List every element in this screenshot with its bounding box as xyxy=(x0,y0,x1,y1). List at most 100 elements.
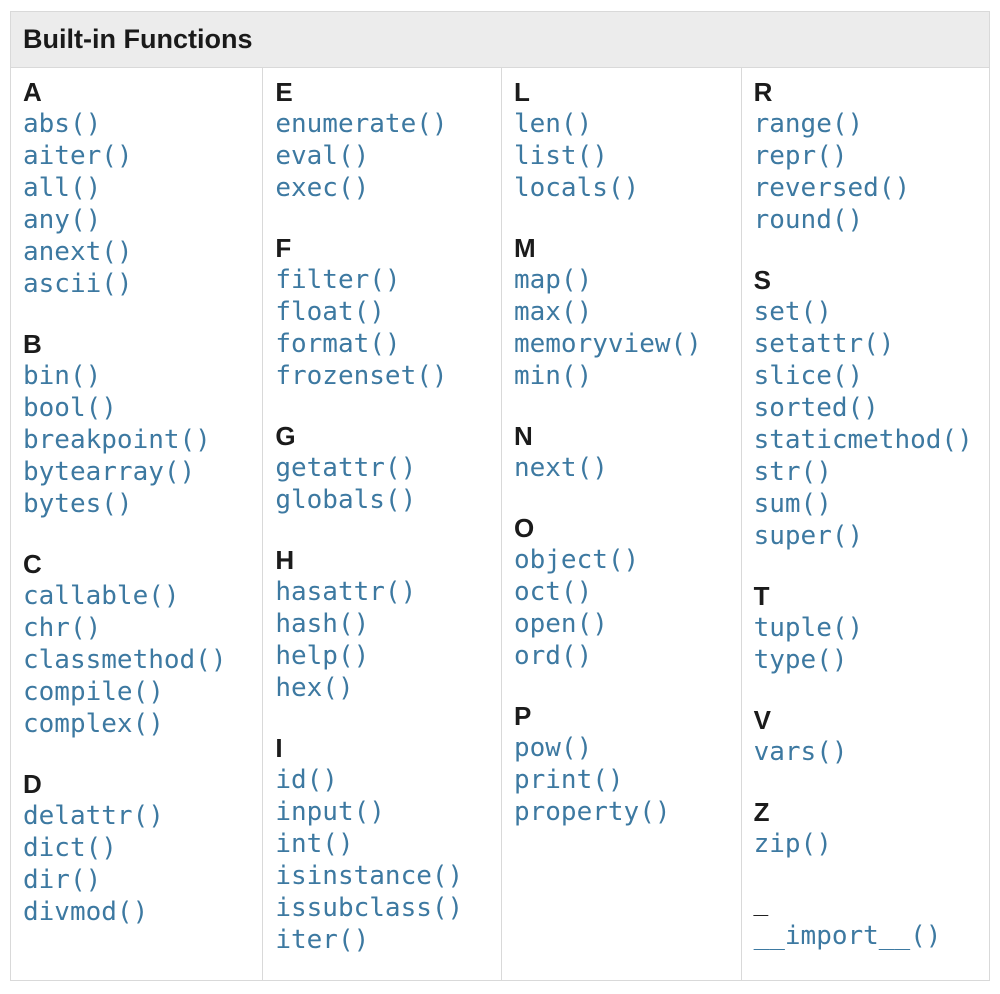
function-link[interactable]: issubclass() xyxy=(275,893,464,923)
function-link[interactable]: aiter() xyxy=(23,141,133,171)
list-item: chr() xyxy=(23,612,250,644)
function-link[interactable]: reversed() xyxy=(753,173,911,203)
function-link[interactable]: locals() xyxy=(513,173,640,203)
function-link[interactable]: classmethod() xyxy=(23,645,227,675)
function-link[interactable]: min() xyxy=(513,361,593,391)
function-link[interactable]: delattr() xyxy=(23,801,164,831)
function-link[interactable]: callable() xyxy=(23,581,180,611)
function-link[interactable]: all() xyxy=(23,173,102,203)
list-item: dir() xyxy=(23,864,250,896)
function-link[interactable]: len() xyxy=(513,109,593,139)
function-link[interactable]: dir() xyxy=(23,865,102,895)
function-link[interactable]: id() xyxy=(275,765,338,795)
list-item: staticmethod() xyxy=(754,424,977,456)
list-item: hasattr() xyxy=(275,576,489,608)
list-item: callable() xyxy=(23,580,250,612)
function-link[interactable]: sorted() xyxy=(753,393,879,423)
list-item: reversed() xyxy=(754,172,977,204)
function-link[interactable]: exec() xyxy=(275,173,370,203)
function-link[interactable]: set() xyxy=(753,297,832,327)
function-link[interactable]: iter() xyxy=(275,925,370,955)
function-link[interactable]: str() xyxy=(753,457,832,487)
function-link[interactable]: globals() xyxy=(275,485,417,515)
list-item: super() xyxy=(754,520,977,552)
function-link[interactable]: ascii() xyxy=(23,269,133,299)
function-link[interactable]: int() xyxy=(275,829,354,859)
function-link[interactable]: hasattr() xyxy=(275,577,417,607)
function-link[interactable]: list() xyxy=(513,141,608,171)
function-link[interactable]: compile() xyxy=(23,677,164,707)
list-item: getattr() xyxy=(275,452,489,484)
function-link[interactable]: bytearray() xyxy=(23,457,196,487)
function-link[interactable]: memoryview() xyxy=(513,329,702,359)
function-link[interactable]: vars() xyxy=(753,737,848,767)
list-item: iter() xyxy=(275,924,489,956)
letter-heading: G xyxy=(275,421,296,451)
function-link[interactable]: input() xyxy=(275,797,385,827)
function-link[interactable]: object() xyxy=(513,545,640,575)
table-title: Built-in Functions xyxy=(11,12,989,68)
function-link[interactable]: getattr() xyxy=(275,453,417,483)
function-link[interactable]: range() xyxy=(753,109,864,139)
function-link[interactable]: chr() xyxy=(23,613,102,643)
function-link[interactable]: repr() xyxy=(753,141,848,171)
function-link[interactable]: divmod() xyxy=(23,897,149,927)
function-link[interactable]: float() xyxy=(275,297,385,327)
function-link[interactable]: setattr() xyxy=(753,329,895,359)
function-link[interactable]: hash() xyxy=(275,609,370,639)
function-link[interactable]: any() xyxy=(23,205,102,235)
list-item: id() xyxy=(275,764,489,796)
function-link[interactable]: bin() xyxy=(23,361,102,391)
list-item: dict() xyxy=(23,832,250,864)
function-link[interactable]: sum() xyxy=(753,489,832,519)
function-link[interactable]: super() xyxy=(753,521,864,551)
function-link[interactable]: abs() xyxy=(23,109,102,139)
function-link[interactable]: ord() xyxy=(513,641,593,671)
function-link[interactable]: filter() xyxy=(275,265,401,295)
list-item: enumerate() xyxy=(275,108,489,140)
function-link[interactable]: slice() xyxy=(753,361,864,391)
function-link[interactable]: tuple() xyxy=(753,613,864,643)
function-link[interactable]: help() xyxy=(275,641,370,671)
function-link[interactable]: format() xyxy=(275,329,401,359)
function-link[interactable]: dict() xyxy=(23,833,117,863)
function-link[interactable]: print() xyxy=(513,765,624,795)
function-link[interactable]: anext() xyxy=(23,237,133,267)
function-list: map()max()memoryview()min() xyxy=(514,264,729,392)
list-item: input() xyxy=(275,796,489,828)
function-link[interactable]: zip() xyxy=(753,829,832,859)
list-item: anext() xyxy=(23,236,250,268)
function-list: id()input()int()isinstance()issubclass()… xyxy=(275,764,489,956)
function-link[interactable]: pow() xyxy=(513,733,593,763)
list-item: hash() xyxy=(275,608,489,640)
list-item: help() xyxy=(275,640,489,672)
function-link[interactable]: frozenset() xyxy=(275,361,448,391)
letter-heading: T xyxy=(753,581,770,611)
function-link[interactable]: breakpoint() xyxy=(23,425,211,455)
function-link[interactable]: __import__() xyxy=(753,921,942,951)
function-link[interactable]: eval() xyxy=(275,141,370,171)
list-item: len() xyxy=(514,108,729,140)
function-link[interactable]: map() xyxy=(513,265,593,295)
function-link[interactable]: hex() xyxy=(275,673,354,703)
function-link[interactable]: bytes() xyxy=(23,489,133,519)
function-link[interactable]: property() xyxy=(513,797,671,827)
function-link[interactable]: bool() xyxy=(23,393,117,423)
function-link[interactable]: isinstance() xyxy=(275,861,464,891)
list-item: setattr() xyxy=(754,328,977,360)
letter-heading: E xyxy=(275,77,293,107)
function-link[interactable]: max() xyxy=(513,297,593,327)
function-link[interactable]: enumerate() xyxy=(275,109,448,139)
function-link[interactable]: staticmethod() xyxy=(753,425,973,455)
function-link[interactable]: type() xyxy=(753,645,848,675)
function-link[interactable]: open() xyxy=(513,609,608,639)
function-link[interactable]: complex() xyxy=(23,709,164,739)
function-link[interactable]: round() xyxy=(753,205,864,235)
function-link[interactable]: next() xyxy=(513,453,608,483)
letter-heading: D xyxy=(23,769,42,799)
function-link[interactable]: oct() xyxy=(513,577,593,607)
